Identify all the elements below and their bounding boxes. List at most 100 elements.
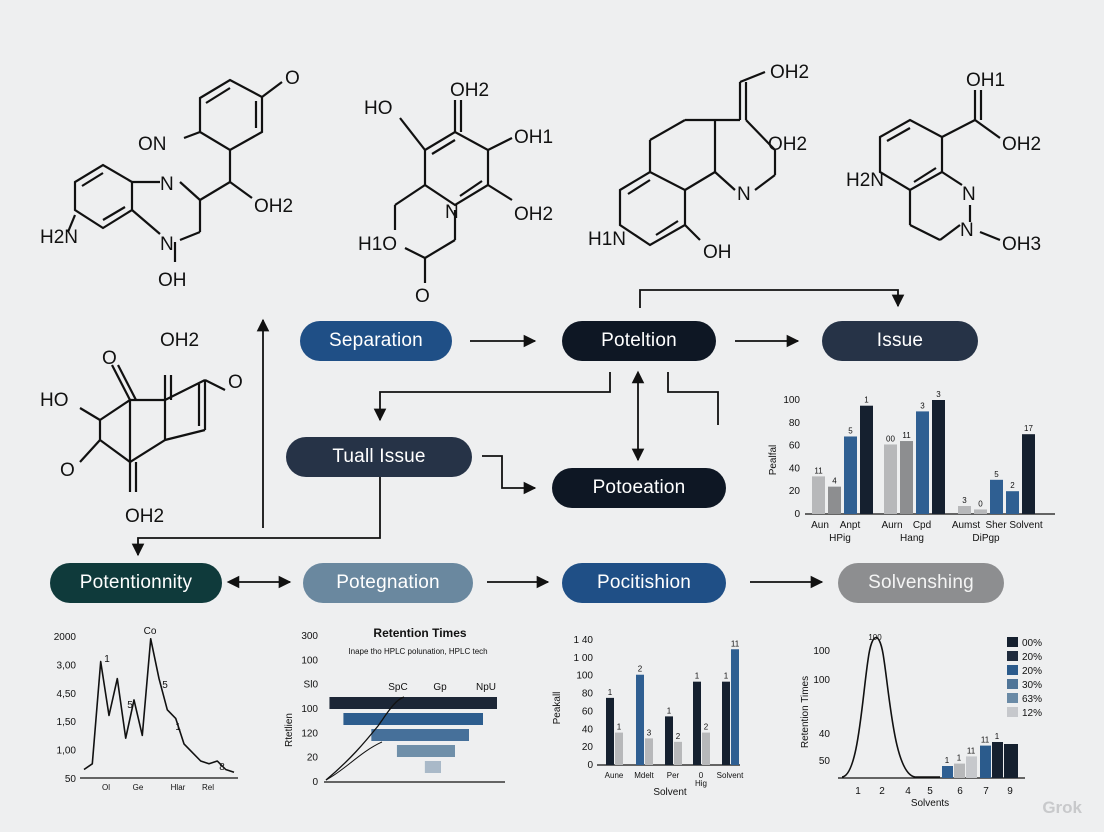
chart-b-peak-label: 8	[219, 762, 225, 773]
chart-a-bar-label: 4	[832, 477, 837, 486]
chart-a-bar	[990, 479, 1003, 514]
chart-d-y-tick-label: 100	[576, 671, 593, 682]
chart-c-bar	[371, 729, 469, 741]
chart-a-group-label: HPig	[829, 533, 851, 544]
chart-b-peak-label: 1	[104, 654, 110, 665]
svg-text:N: N	[960, 220, 974, 241]
node-tuall-issue-label: Tuall Issue	[332, 446, 426, 467]
node-potegnation[interactable]: Potegnation	[303, 563, 473, 603]
chart-c-y-tick-label: Sl0	[304, 680, 319, 691]
svg-text:O: O	[415, 286, 430, 307]
chart-c-y-tick-label: 20	[307, 753, 319, 764]
chart-d-bar-label: 2	[638, 665, 643, 674]
chart-c-bar	[329, 697, 497, 709]
node-issue-label: Issue	[876, 330, 924, 351]
chart-b-y-tick-label: 2000	[54, 632, 77, 643]
svg-text:H2N: H2N	[40, 227, 78, 248]
chart-d-bar	[731, 649, 739, 765]
chart-d-y-tick-label: 20	[582, 742, 594, 753]
chart-d-bar-label: 2	[704, 723, 709, 732]
chart-a-bar-label: 3	[920, 401, 925, 410]
chart-e-x-tick-label: 6	[957, 786, 963, 797]
node-potentionnity[interactable]: Potentionnity	[50, 563, 222, 603]
svg-text:OH1: OH1	[966, 70, 1005, 91]
chart-e-bar-label: 11	[981, 736, 990, 745]
svg-text:N: N	[445, 202, 459, 223]
chart-b-y-tick-label: 4,50	[57, 689, 77, 700]
chart-a-y-label: Pealfal	[768, 445, 779, 476]
chart-a-bar-label: 5	[848, 426, 853, 435]
chart-e-legend-label: 63%	[1022, 694, 1042, 705]
molecule-3-labels: OH2 OH2 N H1N OH	[588, 62, 809, 263]
chart-a-bar	[1022, 434, 1035, 514]
chart-e-bar	[1004, 744, 1018, 778]
node-solvenshing[interactable]: Solvenshing	[838, 563, 1004, 603]
chart-d-bar	[606, 697, 614, 765]
node-potoeation[interactable]: Potoeation	[552, 468, 726, 508]
svg-text:OH2: OH2	[450, 80, 489, 101]
chart-e-legend-swatch	[1007, 693, 1018, 703]
chart-e-x-label: Solvents	[911, 798, 949, 809]
chart-a-x-tick-label: Anpt	[840, 520, 861, 531]
chart-d-y-tick-label: 1 40	[574, 635, 594, 646]
svg-text:ON: ON	[138, 134, 167, 155]
node-issue[interactable]: Issue	[822, 321, 978, 361]
chart-a-bar	[884, 444, 897, 514]
chart-d-bar	[645, 738, 653, 765]
svg-text:N: N	[160, 234, 174, 255]
molecule-5-labels: OH2 O O HO O OH2	[40, 330, 243, 527]
node-separation[interactable]: Separation	[300, 321, 452, 361]
svg-text:OH2: OH2	[770, 62, 809, 83]
chart-c-bar	[396, 745, 455, 757]
node-poteltion[interactable]: Poteltion	[562, 321, 716, 361]
chart-d-bar	[722, 681, 730, 765]
molecule-4-labels: OH1 OH2 H2N N N OH3	[846, 70, 1041, 255]
chart-e-legend-label: 20%	[1022, 652, 1042, 663]
chart-b-peak-label: Co	[144, 626, 157, 637]
chart-b-x-tick-label: Ol	[102, 783, 110, 792]
node-pocitishion[interactable]: Pocitishion	[562, 563, 726, 603]
node-tuall-issue[interactable]: Tuall Issue	[286, 437, 472, 477]
chart-a-bar	[828, 486, 841, 514]
svg-text:OH2: OH2	[160, 330, 199, 351]
molecule-4	[878, 90, 1001, 242]
chart-d-bar	[674, 741, 682, 765]
chart-e-bar	[992, 742, 1003, 778]
svg-text:OH: OH	[158, 270, 187, 291]
chart-d-x-tick-label: Mdelt	[634, 771, 654, 780]
svg-text:H1O: H1O	[358, 234, 397, 255]
chart-e-x-tick-label: 7	[983, 786, 989, 797]
chart-b-y-tick-label: 1,50	[57, 717, 77, 728]
svg-text:OH3: OH3	[1002, 234, 1041, 255]
chart-c-y-tick-label: 120	[301, 728, 318, 739]
chart-a-group-label: Hang	[900, 533, 924, 544]
chart-a-bar-label: 5	[994, 470, 999, 479]
chart-c-series-label: SpC	[388, 682, 407, 693]
chart-c-y-tick-label: 0	[312, 777, 318, 788]
chart-b-peak-label: 5	[162, 680, 168, 691]
chart-a-bar	[916, 411, 929, 514]
chart-a-group-label: DiPgp	[972, 533, 1000, 544]
chart-c-title: Retention Times	[373, 626, 466, 640]
chart-a-y-tick-label: 40	[789, 463, 801, 474]
chart-a-bar	[860, 405, 873, 514]
svg-text:N: N	[737, 184, 751, 205]
chart-b-y-tick-label: 50	[65, 774, 77, 785]
chart-c-series-label: NpU	[476, 682, 496, 693]
chart-e-legend-swatch	[1007, 679, 1018, 689]
chart-b-x-tick-label: Ge	[133, 783, 144, 792]
chart-a-y-tick-label: 60	[789, 441, 801, 452]
svg-text:OH2: OH2	[514, 204, 553, 225]
watermark-logo: Grok	[1042, 798, 1082, 818]
chart-a-bar-label: 0	[978, 499, 983, 508]
chart-e-legend-swatch	[1007, 665, 1018, 675]
chart-d-bar-label: 3	[647, 728, 652, 737]
svg-text:OH1: OH1	[514, 127, 553, 148]
chart-d-bar	[693, 681, 701, 765]
chart-e-x-tick-label: 2	[879, 786, 885, 797]
svg-text:O: O	[102, 348, 117, 369]
chart-d-x-tick-label: Hig	[695, 779, 707, 788]
